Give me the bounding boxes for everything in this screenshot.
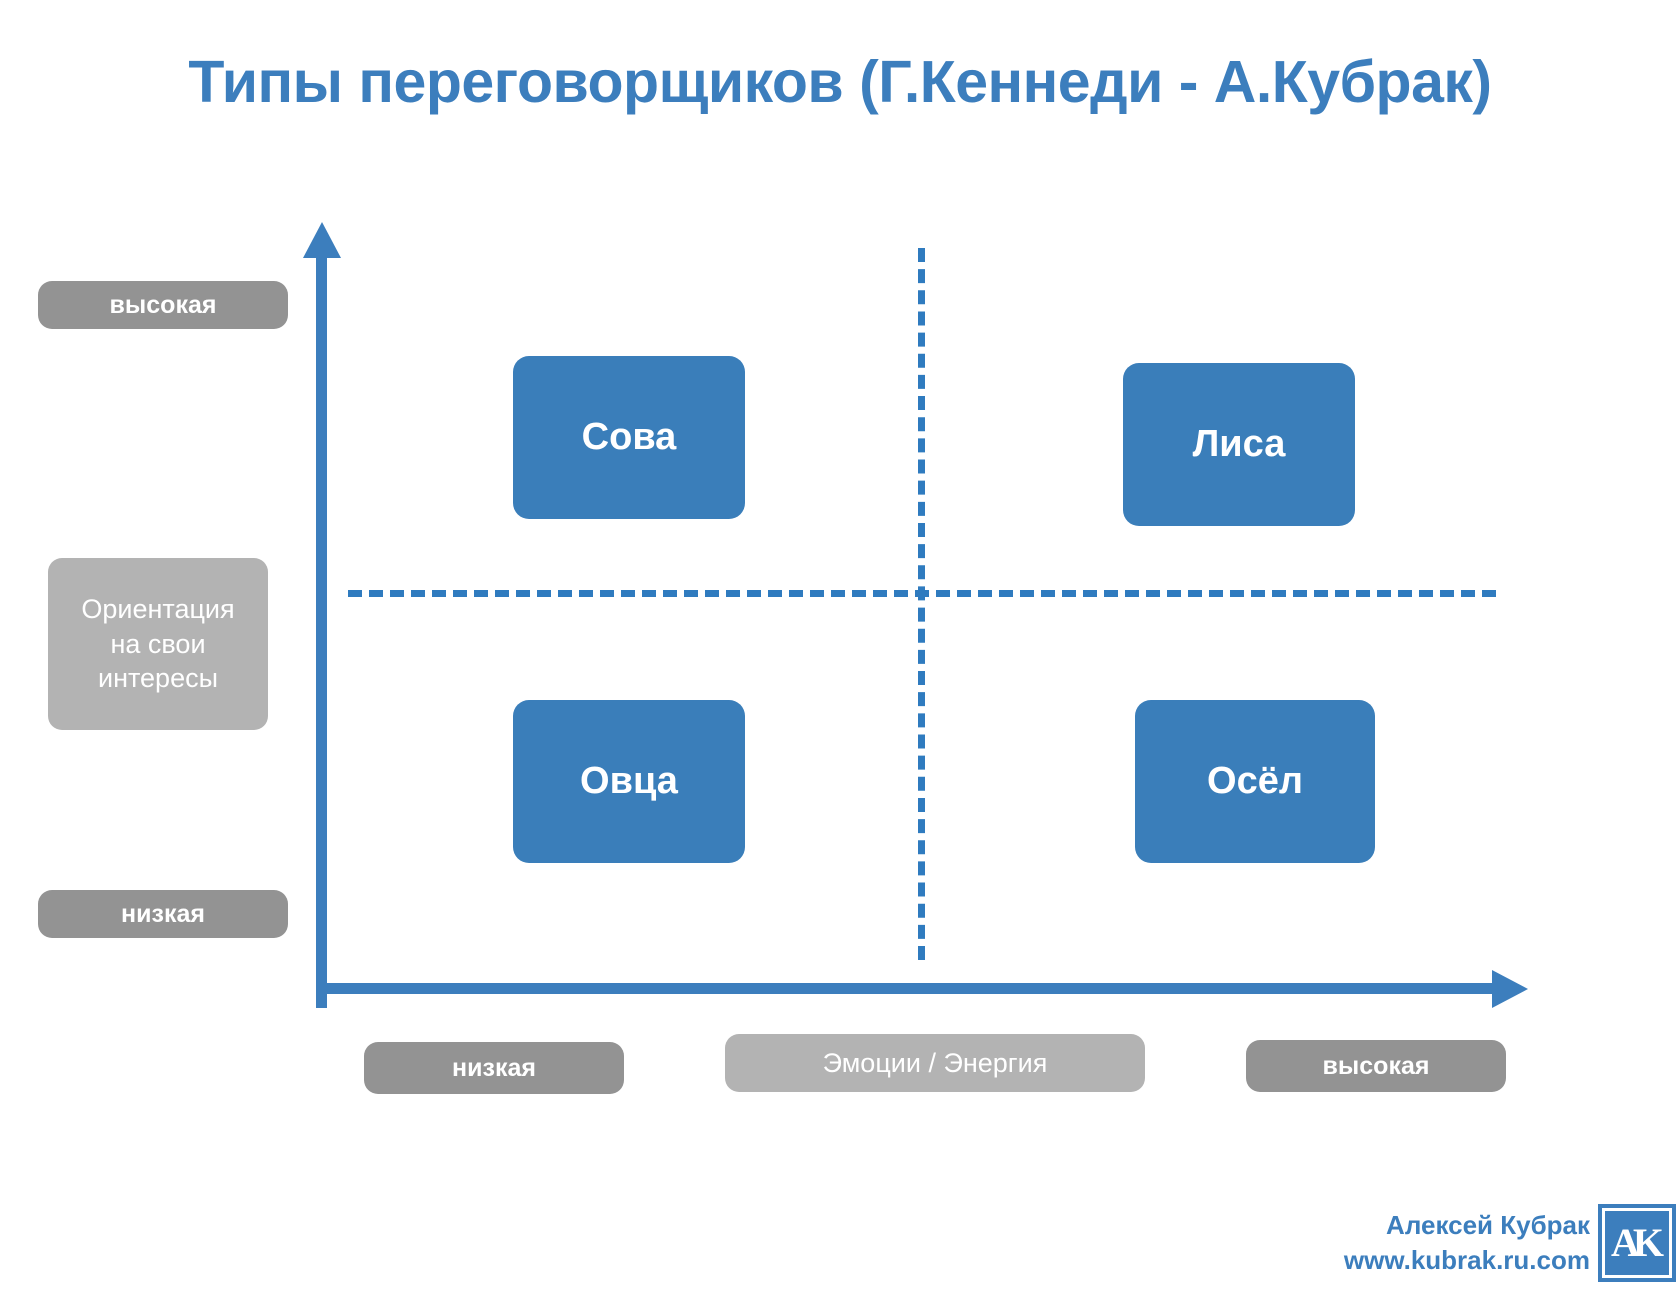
- quadrant-card-owl[interactable]: Сова: [513, 356, 745, 519]
- x-axis-high-label: высокая: [1246, 1040, 1506, 1092]
- y-axis-line: [316, 252, 327, 1008]
- page-title: Типы переговорщиков (Г.Кеннеди - А.Кубра…: [188, 49, 1492, 115]
- quadrant-card-donkey[interactable]: Осёл: [1135, 700, 1375, 863]
- footer-author: Алексей Кубрак: [1386, 1210, 1590, 1240]
- y-axis-title: Ориентация на свои интересы: [48, 558, 268, 730]
- footer-signature: Алексей Кубрак www.kubrak.ru.com: [1330, 1208, 1590, 1278]
- y-axis-high-label: высокая: [38, 281, 288, 329]
- quadrant-card-sheep[interactable]: Овца: [513, 700, 745, 863]
- quadrant-card-owl-label: Сова: [581, 416, 677, 458]
- footer-website[interactable]: www.kubrak.ru.com: [1343, 1245, 1590, 1276]
- x-axis-title: Эмоции / Энергия: [725, 1034, 1145, 1092]
- y-axis-title-line-1: Ориентация: [81, 594, 235, 625]
- vertical-divider: [918, 248, 925, 960]
- y-axis-title-line-3: интересы: [97, 663, 218, 694]
- y-axis-low-label: низкая: [38, 890, 288, 938]
- x-axis-line: [316, 983, 1516, 994]
- y-axis-title-line-2: на свои: [110, 628, 206, 659]
- logo-mark-text: AK: [1611, 1220, 1664, 1265]
- y-axis-arrow-icon: [303, 222, 341, 258]
- quadrant-card-donkey-label: Осёл: [1207, 760, 1303, 802]
- x-axis-low-label: низкая: [364, 1042, 624, 1094]
- ak-monogram-logo-icon: AK: [1598, 1204, 1676, 1282]
- quadrant-card-fox-label: Лиса: [1192, 423, 1286, 465]
- logo-inner-frame: AK: [1602, 1208, 1672, 1278]
- quadrant-card-sheep-label: Овца: [580, 760, 678, 802]
- x-axis-arrow-icon: [1492, 970, 1528, 1008]
- quadrant-card-fox[interactable]: Лиса: [1123, 363, 1355, 526]
